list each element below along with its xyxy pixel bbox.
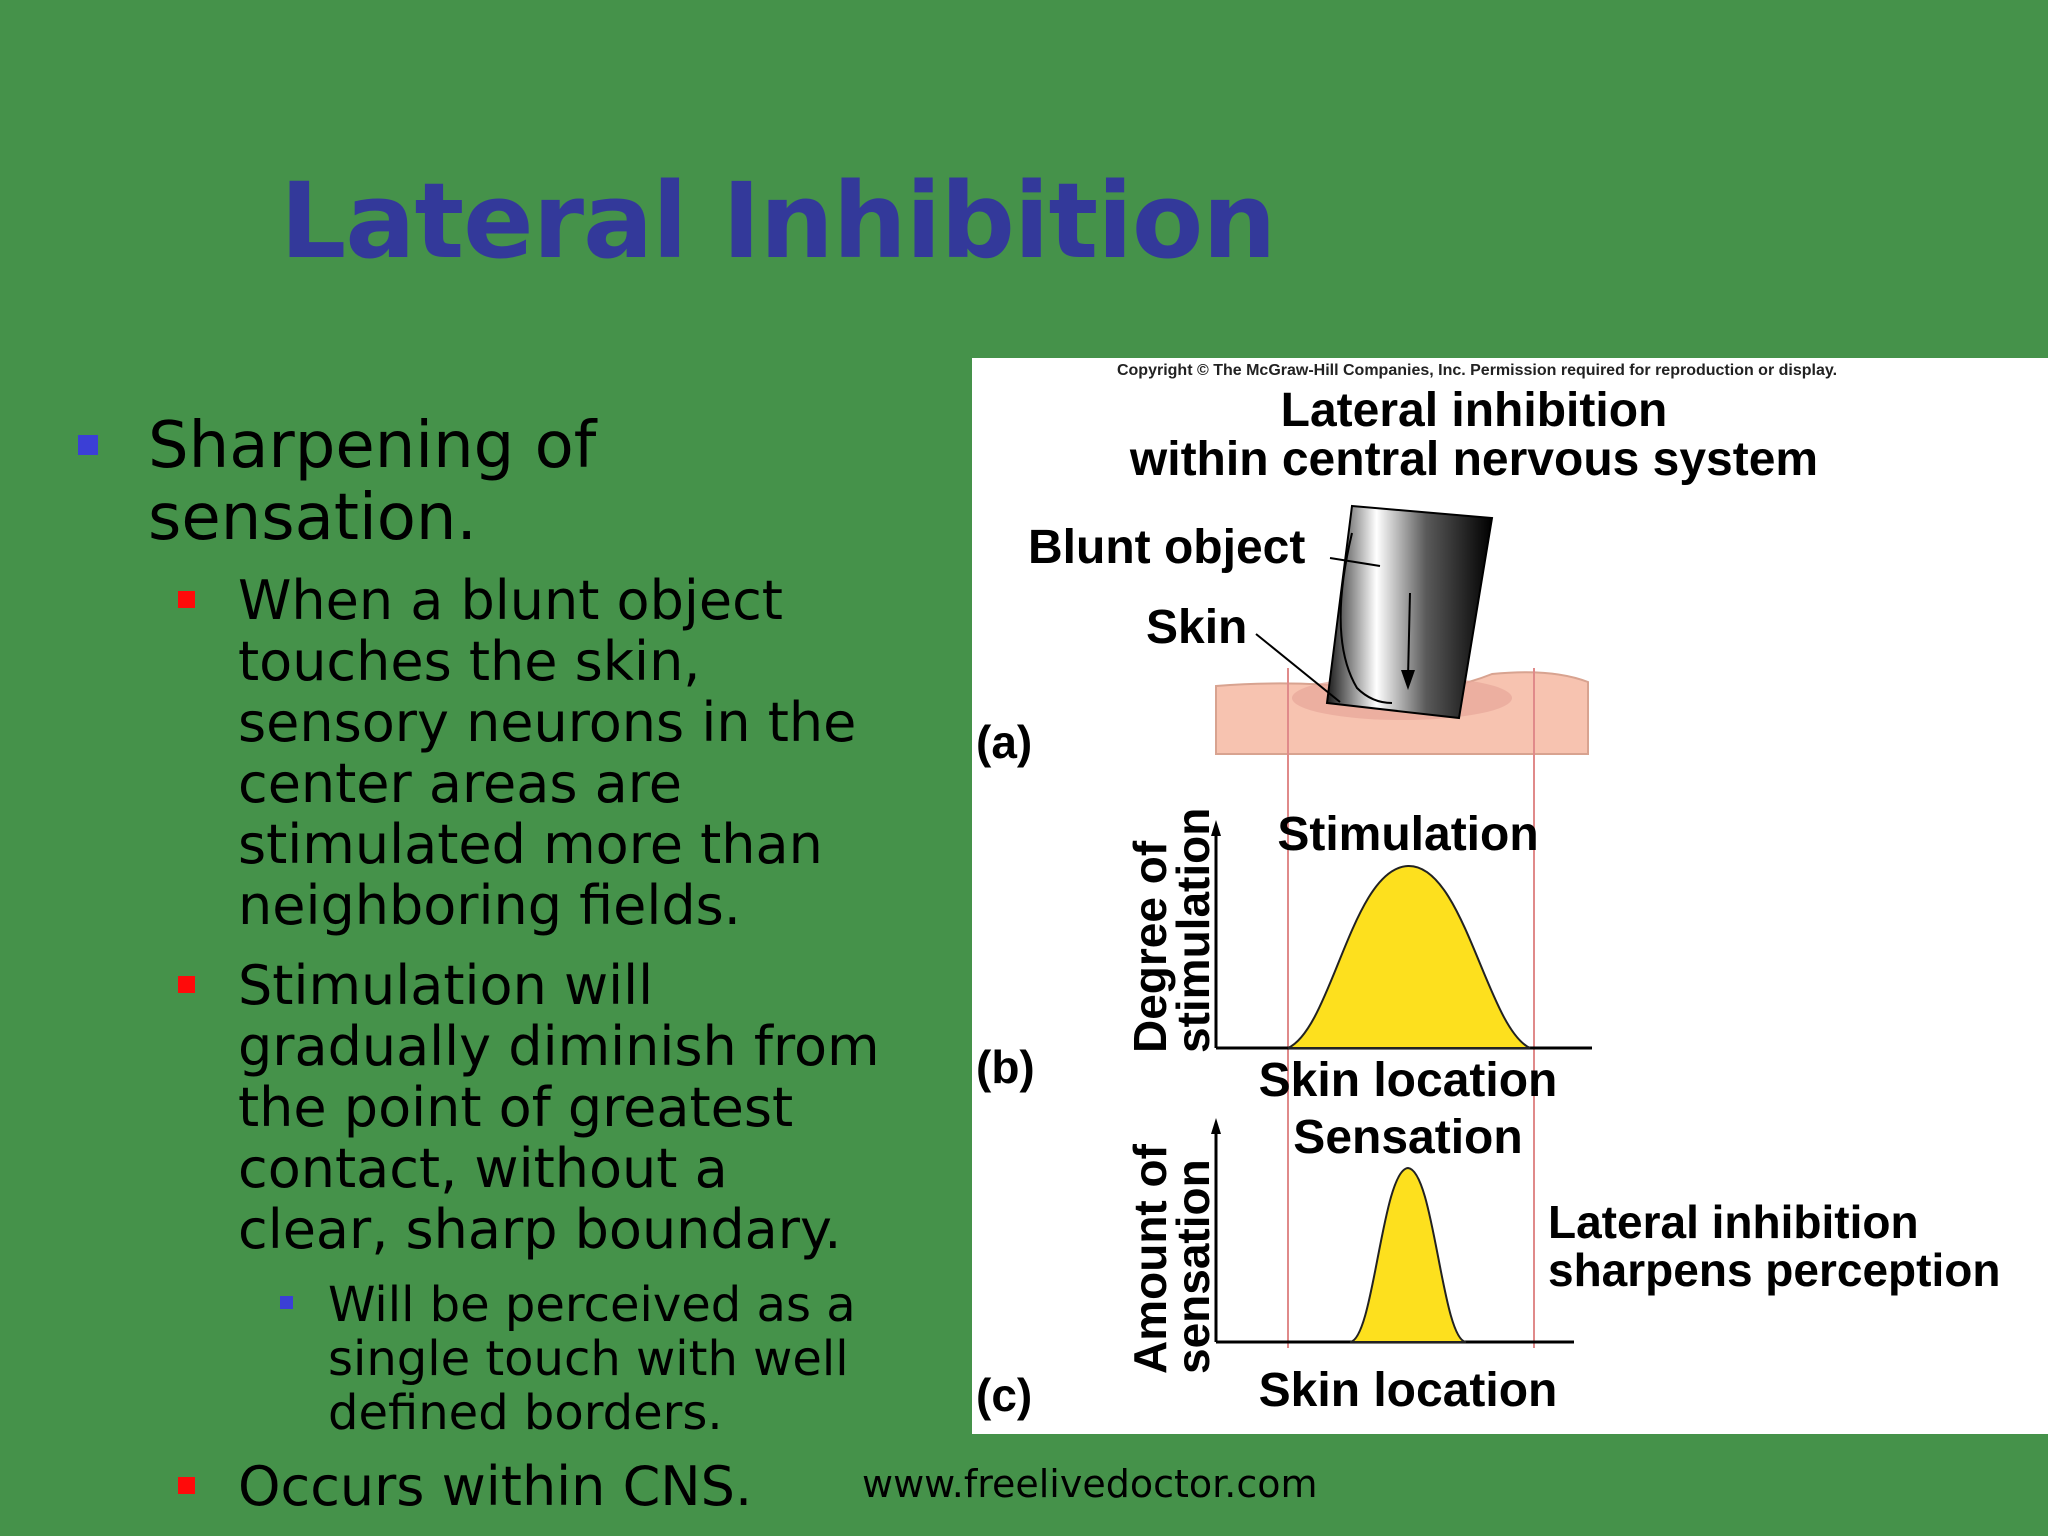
object-edge-line: [1339, 532, 1393, 704]
x-label-c: Skin location: [1259, 1364, 1558, 1417]
red-square-bullet-icon: [178, 591, 195, 608]
sensation-label: Sensation: [1293, 1111, 1522, 1164]
x-label-b: Skin location: [1259, 1054, 1558, 1107]
note-line2: sharpens perception: [1548, 1244, 2000, 1296]
sensation-curve: [1349, 1166, 1467, 1343]
bullet-main: Sharpening of sensation.: [148, 409, 597, 555]
slide-title: Lateral Inhibition: [280, 160, 1276, 282]
blue-square-bullet-icon: [78, 435, 98, 455]
y-label-b-line1: Degree of: [1124, 840, 1176, 1053]
red-square-bullet-icon: [178, 976, 195, 993]
red-square-bullet-icon: [178, 1477, 195, 1494]
figure-heading-line1: Lateral inhibition: [1281, 384, 1668, 437]
figure-heading-line2: within central nervous system: [1129, 433, 1818, 486]
skin-pointer: [1255, 633, 1341, 703]
panel-a-label: (a): [976, 716, 1032, 768]
panel-b-label: (b): [976, 1041, 1035, 1093]
blunt-object-label: Blunt object: [1028, 521, 1305, 574]
stimulation-curve: [1287, 864, 1531, 1049]
footer-url: www.freelivedoctor.com: [862, 1462, 1318, 1506]
lateral-inhibition-figure: Copyright © The McGraw-Hill Companies, I…: [972, 358, 2048, 1434]
bullet-sub-2: Stimulation will gradually diminish from…: [238, 954, 880, 1261]
y-axis-c-arrow-icon: [1211, 1118, 1221, 1134]
skin-label: Skin: [1146, 601, 1247, 654]
note-line1: Lateral inhibition: [1548, 1196, 1919, 1248]
y-label-c-line1: Amount of: [1124, 1143, 1176, 1374]
figure-drawing: Copyright © The McGraw-Hill Companies, I…: [976, 362, 2000, 1421]
y-label-b-line2: stimulation: [1167, 808, 1219, 1053]
downward-arrow-shaft: [1407, 592, 1411, 679]
bullet-sub-sub: Will be perceived as a single touch with…: [328, 1277, 856, 1441]
figure-copyright: Copyright © The McGraw-Hill Companies, I…: [1117, 362, 1837, 379]
y-axis-b-arrow-icon: [1211, 820, 1221, 836]
panel-c-label: (c): [976, 1369, 1032, 1421]
y-label-c-line2: sensation: [1167, 1159, 1219, 1374]
bullet-list: Sharpening of sensation. When a blunt ob…: [0, 0, 960, 1536]
bullet-sub-3: Occurs within CNS.: [238, 1455, 753, 1518]
blunt-object-pointer: [1329, 557, 1381, 567]
downward-arrow-icon: [1401, 670, 1415, 690]
bullet-sub-1: When a blunt object touches the skin, se…: [238, 569, 857, 937]
stimulation-label: Stimulation: [1277, 808, 1538, 861]
blue-square-bullet-icon: [280, 1296, 293, 1309]
